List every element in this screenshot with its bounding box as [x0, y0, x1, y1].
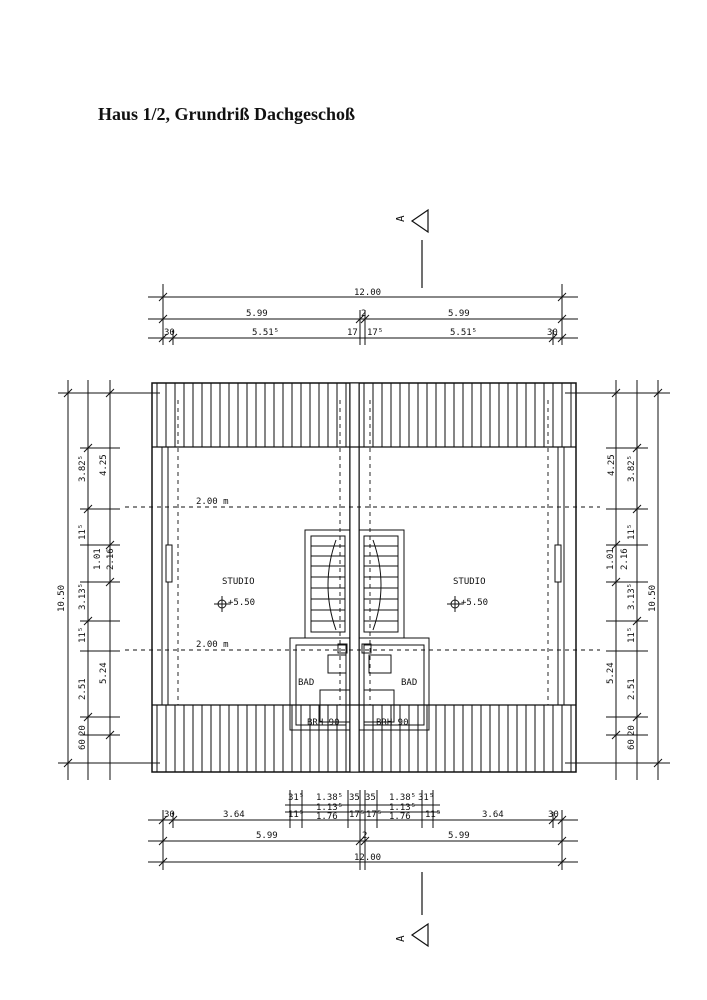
dim-left-upper-outer: 4.25 [99, 454, 109, 476]
stair-right [358, 529, 405, 639]
section-marker-bottom: A [394, 872, 429, 948]
window-right [554, 544, 562, 583]
room-bad-left: BAD [298, 678, 314, 688]
dim-bottom-left-half: 5.99 [256, 831, 278, 841]
dim-right-bottom-a: 60 [627, 739, 637, 750]
dim-top-center-left: 17 [347, 328, 358, 338]
dim-bottom-right-room: 3.64 [482, 810, 504, 820]
dim-left-upper: 3.82⁵ [78, 455, 88, 482]
label-brh-right: BRH 90 [376, 718, 409, 728]
label-2m-upper: 2.00 m [196, 497, 229, 507]
dim-left-window-outer: 2.16 [106, 548, 116, 570]
bathroom-left [289, 637, 351, 731]
dim-top-left-half: 5.99 [246, 309, 268, 319]
roof-top-battens [152, 383, 576, 447]
level-left: +5.50 [228, 598, 255, 608]
dim-top-center-gap: 2 [361, 309, 366, 319]
dim-bottom-center-d: 17⁵ [366, 810, 382, 820]
dim-bottom-wall-left: 30 [164, 810, 175, 820]
level-marker-right [447, 596, 463, 612]
dim-left-lower-outer: 5.24 [99, 662, 109, 684]
dim-bottom-center-a: 35 [349, 793, 360, 803]
dim-bottom-stair-r-c: 1.13⁵ [389, 803, 416, 813]
dim-right-bottom-b: 20 [627, 725, 637, 736]
dim-top-wall-right: 30 [547, 328, 558, 338]
room-bad-right: BAD [401, 678, 417, 688]
dim-bottom-left-room: 3.64 [223, 810, 245, 820]
level-right: +5.50 [461, 598, 488, 608]
room-studio-right: STUDIO [453, 577, 486, 587]
drawing-title: Haus 1/2, Grundriß Dachgeschoß [98, 104, 356, 124]
dim-bottom-stair-r-e: 11⁵ [425, 810, 441, 820]
dim-right-wall-a: 11⁵ [627, 524, 637, 540]
dim-left-lower: 2.51 [78, 678, 88, 700]
section-label-top: A [394, 215, 407, 222]
dim-bottom-wall-right: 30 [548, 810, 559, 820]
dim-bottom-stair-r-a: 1.38⁵ [389, 793, 416, 803]
dim-bottom-overall: 12.00 [354, 853, 381, 863]
dim-bottom-center-c: 17⁵ [349, 810, 365, 820]
building [125, 382, 600, 773]
label-brh-left: BRH 90 [307, 718, 340, 728]
window-left [165, 544, 173, 583]
dim-right-total: 10.50 [648, 585, 658, 612]
bathroom-right [358, 637, 430, 731]
right-dimension-chains [565, 380, 670, 780]
dim-left-wall-b: 11⁵ [78, 627, 88, 643]
top-dimension-chains [148, 284, 578, 345]
building-outline [151, 382, 577, 773]
dim-bottom-stair-r-b: 31⁵ [418, 793, 434, 803]
dim-bottom-center-b: 35 [365, 793, 376, 803]
room-studio-left: STUDIO [222, 577, 255, 587]
section-label-bottom: A [394, 935, 407, 942]
stair-left [304, 529, 351, 639]
dim-bottom-stair-l-c: 1.13⁵ [316, 803, 343, 813]
dim-right-lower: 2.51 [627, 678, 637, 700]
dim-top-inner-right: 5.51⁵ [450, 328, 477, 338]
dim-right-wall-b: 11⁵ [627, 627, 637, 643]
bottom-dimension-chains [148, 790, 578, 870]
dim-top-wall-left: 30 [164, 328, 175, 338]
dim-left-bottom-b: 20 [78, 725, 88, 736]
dim-top-inner-left: 5.51⁵ [252, 328, 279, 338]
dim-right-lower-outer: 5.24 [606, 662, 616, 684]
dim-right-window-outer: 2.16 [620, 548, 630, 570]
dim-bottom-stair-l-e: 11⁵ [288, 810, 304, 820]
dim-bottom-right-half: 5.99 [448, 831, 470, 841]
dim-top-center-right: 17⁵ [367, 328, 383, 338]
dim-right-window: 1.01 [606, 548, 616, 570]
dim-left-wall-a: 11⁵ [78, 524, 88, 540]
dim-bottom-stair-l-a: 31⁵ [288, 793, 304, 803]
dim-left-bottom-a: 60 [78, 739, 88, 750]
dim-left-total: 10.50 [57, 585, 67, 612]
level-marker-left [214, 596, 230, 612]
dim-bottom-center-gap: 2 [362, 831, 367, 841]
dim-left-window: 1.01 [93, 548, 103, 570]
dim-left-mid: 3.13⁵ [78, 583, 88, 610]
dim-right-upper: 3.82⁵ [627, 455, 637, 482]
section-marker-top: A [394, 208, 429, 288]
dim-bottom-stair-r-d: 1.76 [389, 812, 411, 822]
dim-bottom-stair-l-d: 1.76 [316, 812, 338, 822]
dim-top-overall: 12.00 [354, 288, 381, 298]
dim-top-right-half: 5.99 [448, 309, 470, 319]
dim-bottom-stair-l-b: 1.38⁵ [316, 793, 343, 803]
dim-right-mid: 3.13⁵ [627, 583, 637, 610]
dim-right-upper-outer: 4.25 [607, 454, 617, 476]
left-dimension-chains [58, 380, 160, 780]
label-2m-lower: 2.00 m [196, 640, 229, 650]
